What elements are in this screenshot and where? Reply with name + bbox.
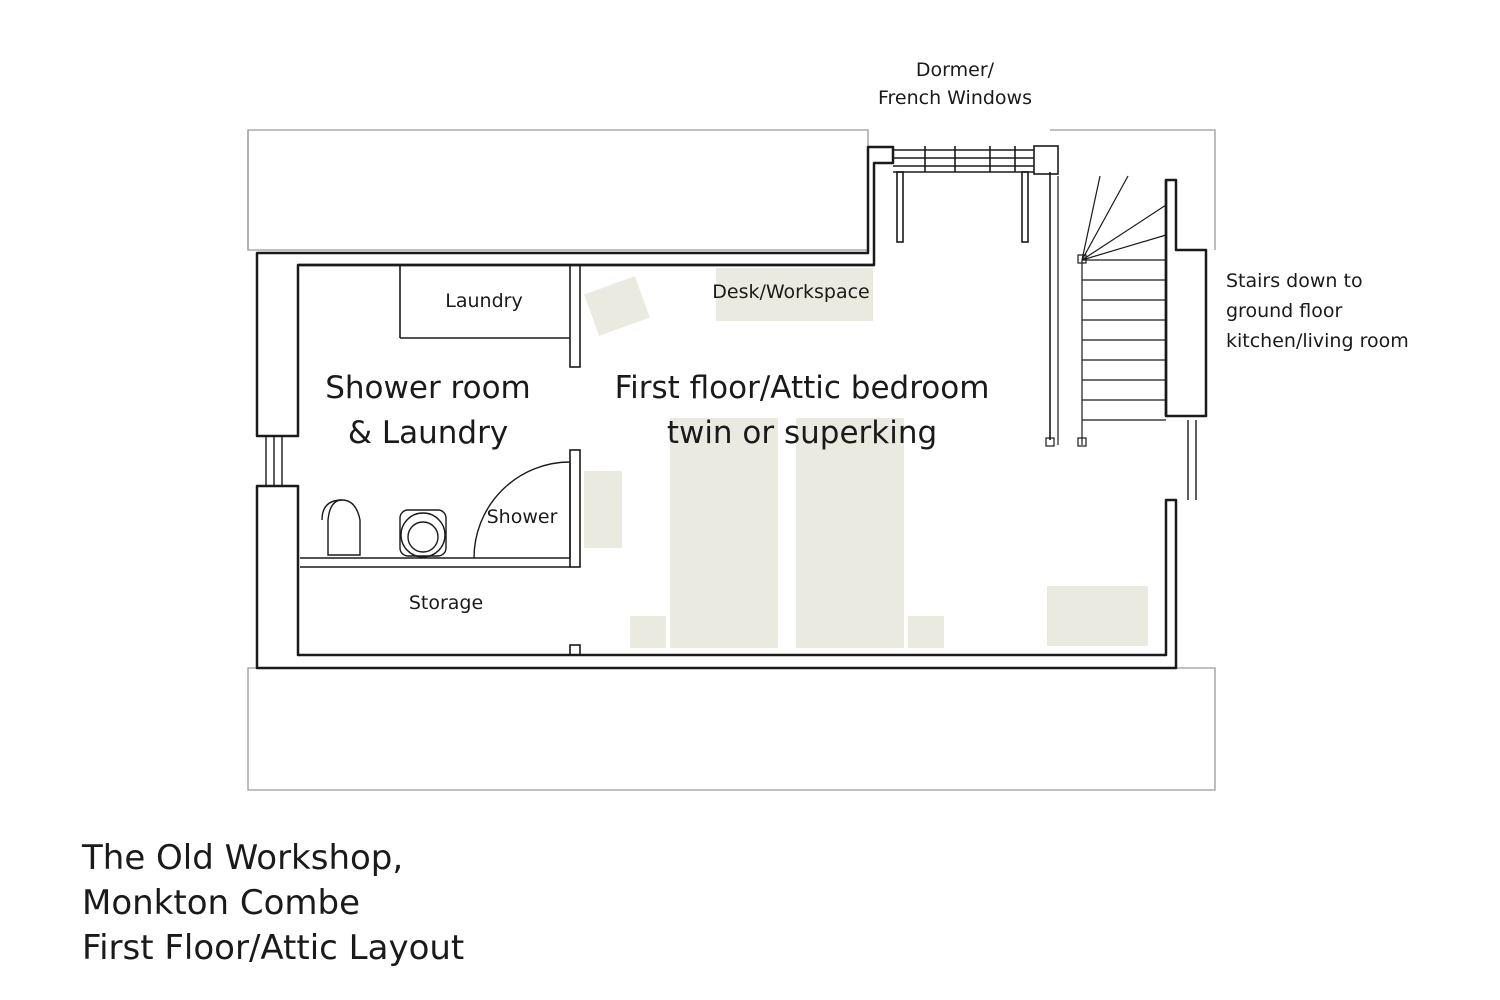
basin-icon — [399, 509, 447, 558]
bedside-table-left — [630, 616, 666, 648]
title-line-3: First Floor/Attic Layout — [82, 928, 465, 968]
label-dormer-2: French Windows — [878, 87, 1032, 109]
label-bedroom-2: twin or superking — [667, 415, 937, 451]
desk-chair — [584, 276, 650, 336]
label-stairs-1: Stairs down to — [1226, 270, 1363, 292]
desk — [716, 268, 873, 321]
label-stairs-2: ground floor — [1226, 300, 1342, 322]
label-desk: Desk/Workspace — [712, 281, 869, 303]
exterior-walls — [255, 145, 1208, 670]
label-shower: Shower — [487, 506, 558, 528]
furniture — [584, 268, 1148, 648]
label-storage: Storage — [409, 592, 483, 614]
title-line-2: Monkton Combe — [82, 883, 361, 923]
plan-title: The Old Workshop, Monkton Combe First Fl… — [82, 836, 464, 971]
title-line-1: The Old Workshop, — [82, 838, 404, 878]
label-shower-room-1: Shower room — [325, 370, 531, 406]
toilet-icon — [321, 499, 361, 556]
side-cabinet — [584, 471, 622, 548]
label-stairs-3: kitchen/living room — [1226, 330, 1409, 352]
label-laundry: Laundry — [445, 290, 522, 312]
bedside-table-right — [908, 616, 944, 648]
shower-door — [473, 461, 571, 559]
label-bedroom-1: First floor/Attic bedroom — [615, 370, 990, 406]
label-dormer-1: Dormer/ — [916, 59, 995, 81]
stairs — [1045, 175, 1167, 447]
dormer-windows — [893, 145, 1059, 440]
label-shower-room-2: & Laundry — [348, 415, 508, 451]
left-window — [265, 436, 283, 486]
chest-of-drawers — [1047, 586, 1148, 646]
right-window — [1187, 420, 1197, 500]
bed-left — [670, 418, 778, 648]
bed-right — [796, 418, 904, 648]
